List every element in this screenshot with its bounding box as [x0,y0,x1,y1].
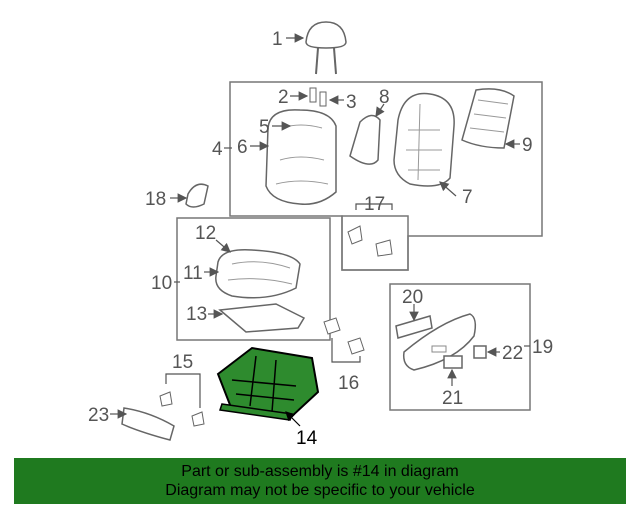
bracket-part[interactable] [323,317,365,355]
callout-13[interactable]: 13 [186,304,207,325]
seat-back-cover-part[interactable] [265,109,337,205]
leader-16 [331,338,361,363]
callout-17[interactable]: 17 [364,194,385,215]
callout-19[interactable]: 19 [532,337,553,358]
seat-cushion-cover-part[interactable] [215,249,301,299]
headrest-guide-part[interactable] [309,87,327,107]
callout-23[interactable]: 23 [88,405,109,426]
callout-16[interactable]: 16 [338,373,359,394]
clip-part[interactable] [347,225,393,257]
leader-7 [439,181,457,197]
trim-cover-part[interactable] [185,183,209,208]
callout-3[interactable]: 3 [346,92,357,113]
callout-11[interactable]: 11 [183,263,203,284]
callout-5[interactable]: 5 [259,117,270,138]
leader-17 [355,203,393,210]
side-cover-assembly-box [389,283,531,411]
callout-1[interactable]: 1 [272,29,283,50]
leader-14 [285,411,301,427]
callout-10[interactable]: 10 [151,273,172,294]
leader-12 [215,239,231,253]
front-trim-part[interactable] [121,407,175,441]
knob-part[interactable] [443,355,463,369]
cap-part[interactable] [473,345,487,359]
callout-7[interactable]: 7 [462,187,473,208]
banner-line-part-number: Part or sub-assembly is #14 in diagram [181,463,459,480]
seat-back-board-part[interactable] [461,88,515,149]
callout-9[interactable]: 9 [522,135,533,156]
lumbar-pad-part[interactable] [349,114,381,165]
callout-12[interactable]: 12 [195,223,216,244]
seat-back-frame-part[interactable] [393,92,455,187]
hook-part[interactable] [159,391,205,427]
callout-2[interactable]: 2 [278,87,289,108]
callout-8[interactable]: 8 [379,87,390,108]
seat-side-shield-part[interactable] [402,313,477,371]
callout-20[interactable]: 20 [402,287,423,308]
clip-group-box [341,215,409,271]
callout-4[interactable]: 4 [212,139,223,160]
callout-14[interactable]: 14 [296,428,318,449]
callout-15[interactable]: 15 [172,352,193,373]
callout-6[interactable]: 6 [237,137,248,158]
banner-line-disclaimer: Diagram may not be specific to your vehi… [165,482,475,499]
callout-22[interactable]: 22 [502,343,523,364]
info-banner: Part or sub-assembly is #14 in diagram D… [14,458,626,504]
callout-21[interactable]: 21 [442,388,463,409]
seat-cushion-pad-part[interactable] [218,303,306,333]
leader-15 [165,373,201,408]
callout-18[interactable]: 18 [145,189,166,210]
seat-parts-diagram: 1 2 3 4 5 6 7 8 9 10 11 12 13 14 15 16 1… [88,21,553,449]
headrest-part[interactable] [305,21,347,75]
seat-cushion-assembly-box [176,217,331,341]
seat-cushion-frame-part-highlighted[interactable] [216,346,320,421]
leader-8 [375,103,385,117]
